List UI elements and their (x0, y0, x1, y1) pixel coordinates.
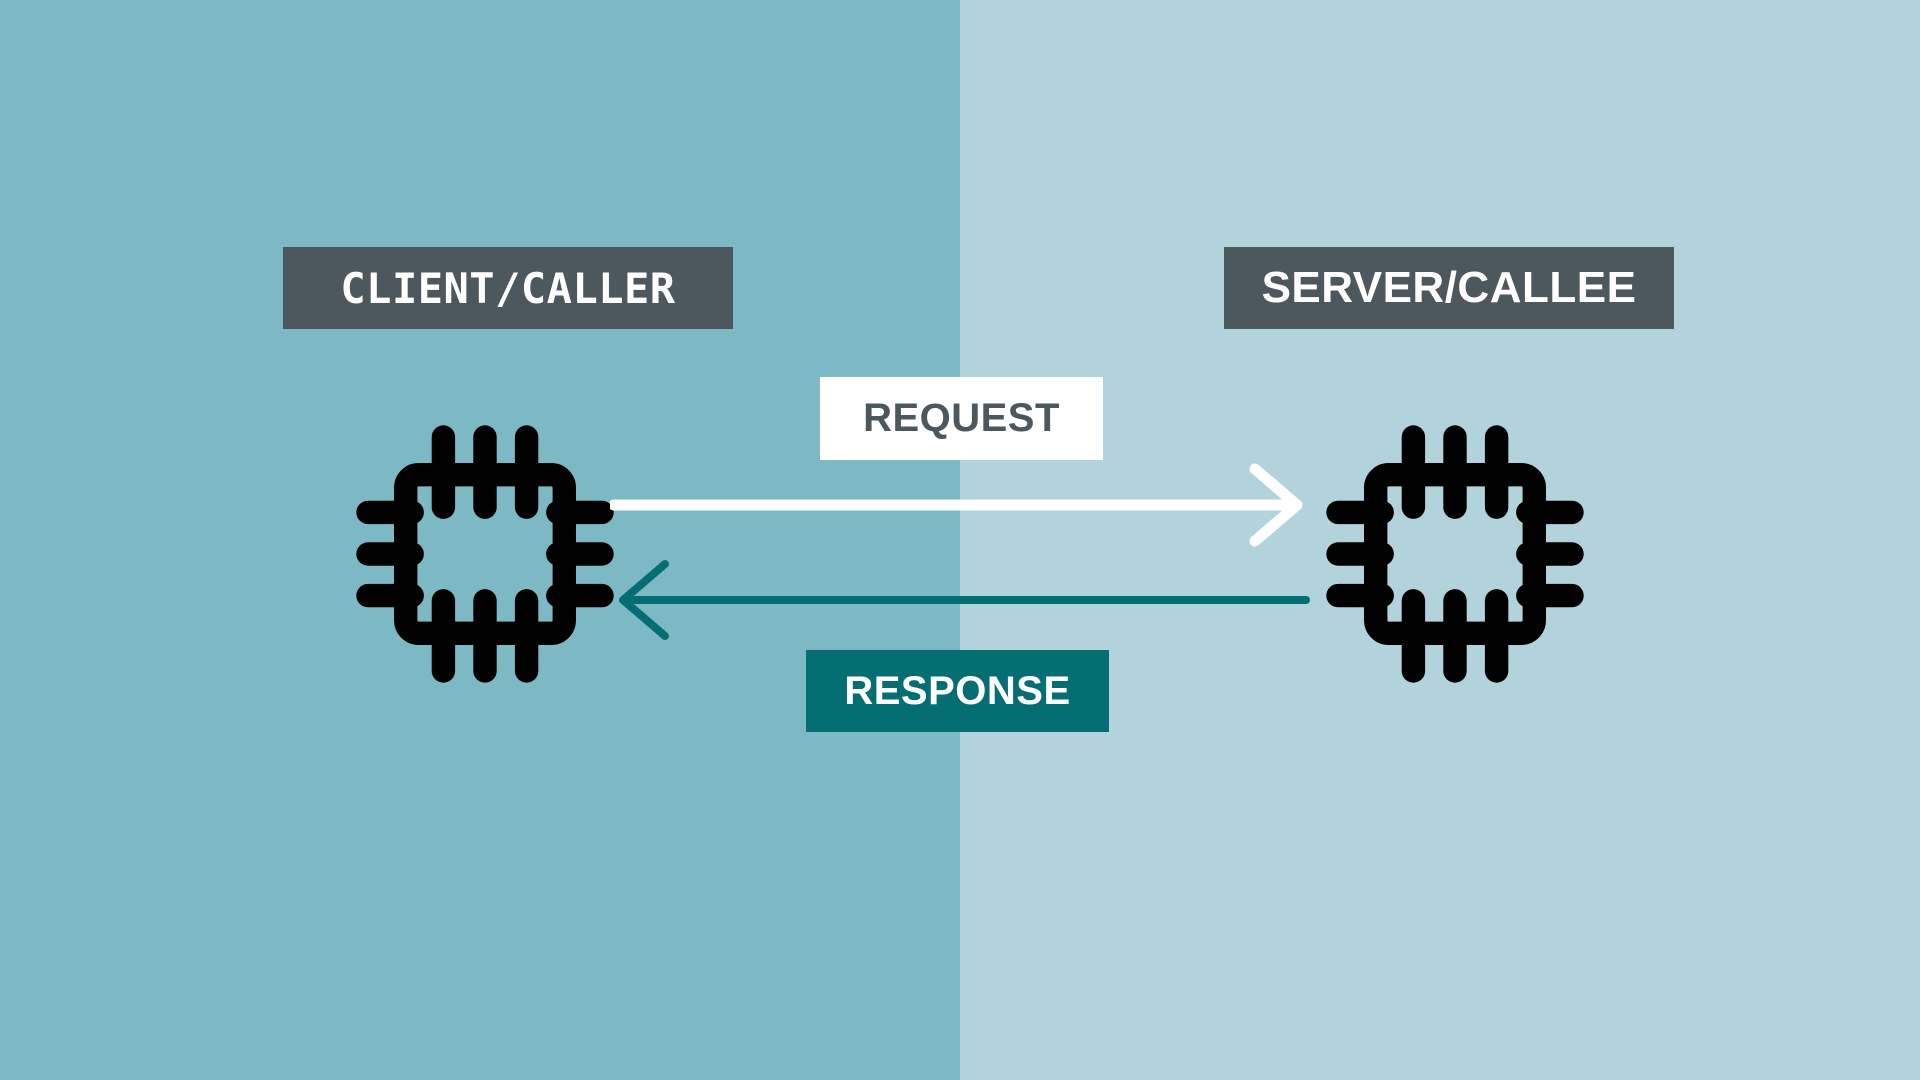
server-role-label: SERVER/CALLEE (1224, 247, 1674, 329)
background-right-panel (960, 0, 1920, 1080)
client-role-label: CLIENT/CALLER (283, 247, 733, 329)
request-message-label: REQUEST (820, 377, 1103, 460)
server-cpu-chip-icon (1326, 425, 1584, 683)
background-left-panel (0, 0, 960, 1080)
response-message-label: RESPONSE (806, 650, 1109, 732)
request-arrow (610, 463, 1303, 547)
response-arrow (619, 560, 1310, 640)
client-cpu-chip-icon (356, 425, 614, 683)
